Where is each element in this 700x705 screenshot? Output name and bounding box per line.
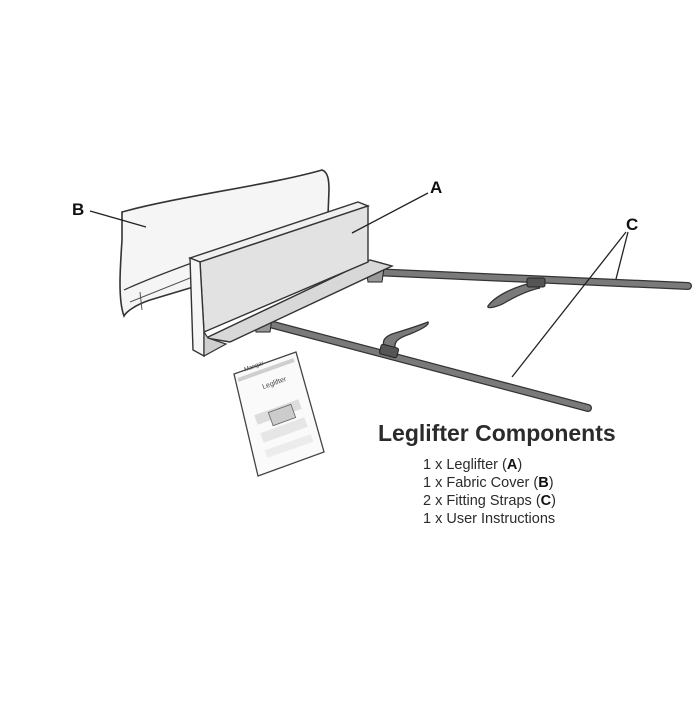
- component-item: 1 x Fabric Cover (B): [423, 475, 554, 491]
- instruction-booklet: [233, 351, 325, 477]
- callout-c-label: C: [626, 215, 639, 234]
- callout-a-label: A: [430, 178, 443, 197]
- component-item: 1 x Leglifter (A): [423, 457, 523, 473]
- components-title: Leglifter Components: [378, 420, 616, 446]
- callout-b-label: B: [72, 200, 85, 219]
- leglifter-board: [187, 201, 395, 358]
- component-item: 1 x User Instructions: [423, 511, 556, 527]
- component-item: 2 x Fitting Straps (C): [423, 493, 556, 509]
- components-list: 1 x Leglifter (A) 1 x Fabric Cover (B) 2…: [423, 456, 556, 528]
- callout-lines: [89, 192, 629, 378]
